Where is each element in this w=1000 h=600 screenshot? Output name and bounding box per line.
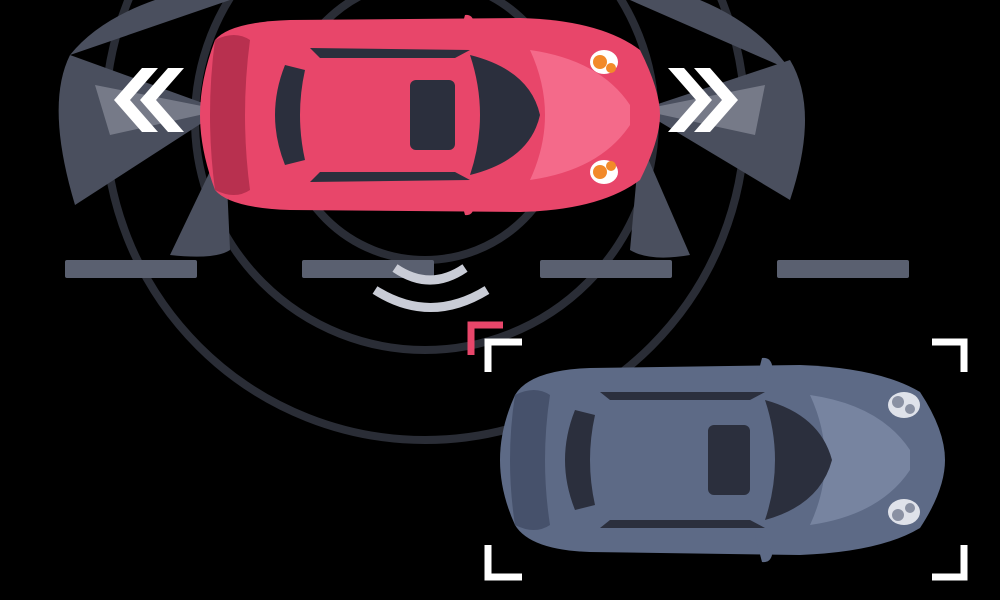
car-side-shade	[210, 35, 250, 195]
side-mirror	[755, 357, 772, 385]
lane-mark	[65, 260, 197, 278]
side-window-bottom	[600, 520, 765, 528]
left-arrows-icon	[114, 68, 184, 132]
alert-corner	[467, 321, 503, 355]
headlight-icon	[590, 50, 618, 74]
lane-markings	[65, 260, 909, 278]
frame-corner	[484, 338, 522, 372]
ego-car	[200, 14, 660, 216]
sunroof	[708, 425, 750, 495]
frame-corner	[932, 338, 968, 372]
side-window-top	[600, 392, 765, 400]
side-mirror	[458, 14, 474, 40]
frame-corner	[484, 545, 522, 581]
car-hood-highlight	[530, 50, 630, 180]
sunroof	[410, 80, 455, 150]
detected-car	[500, 357, 945, 563]
lane-mark	[540, 260, 672, 278]
signal-arc	[392, 264, 468, 285]
side-window-top	[310, 48, 470, 58]
sensor-wedge	[630, 0, 790, 70]
car-hood-highlight	[810, 395, 910, 525]
sensor-wedge	[640, 60, 805, 200]
windshield	[765, 400, 832, 520]
car-side-shade	[510, 390, 550, 530]
headlight-icon	[888, 392, 920, 418]
rear-window	[565, 410, 595, 510]
lane-mark	[777, 260, 909, 278]
side-mirror	[755, 535, 772, 563]
detection-frame	[467, 321, 968, 581]
headlight-icon	[590, 160, 618, 184]
windshield	[470, 55, 540, 175]
frame-corner	[932, 545, 968, 581]
signal-arc	[372, 286, 490, 312]
sensor-wedge	[70, 0, 230, 55]
right-arrows-icon	[668, 68, 738, 132]
side-window-bottom	[310, 172, 470, 182]
side-mirror	[458, 190, 474, 216]
headlight-icon	[888, 499, 920, 525]
rear-window	[275, 65, 305, 165]
ultrasonic-signal-icon	[372, 264, 490, 312]
